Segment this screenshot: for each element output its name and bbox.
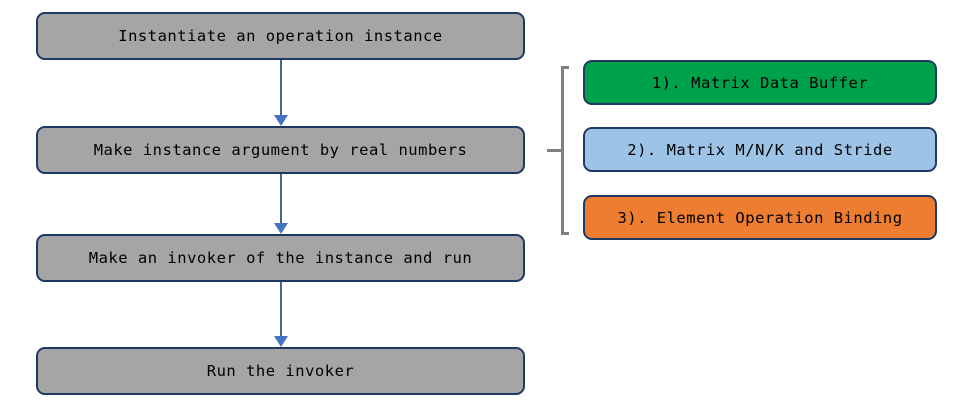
flow-step-3-label: Make an invoker of the instance and run <box>88 249 473 267</box>
arrow-step2-to-step3 <box>274 174 288 234</box>
detail-item-1[interactable]: 1). Matrix Data Buffer <box>583 60 937 105</box>
flow-step-4-label: Run the invoker <box>206 362 355 380</box>
arrow-step1-to-step2 <box>274 60 288 126</box>
arrow-shaft <box>280 174 282 223</box>
flow-step-1[interactable]: Instantiate an operation instance <box>36 12 525 60</box>
arrow-head-icon <box>274 115 288 126</box>
detail-item-2[interactable]: 2). Matrix M/N/K and Stride <box>583 127 937 172</box>
flow-step-4[interactable]: Run the invoker <box>36 347 525 395</box>
flow-step-3[interactable]: Make an invoker of the instance and run <box>36 234 525 282</box>
bracket-stem <box>547 149 562 152</box>
arrow-head-icon <box>274 336 288 347</box>
detail-item-3-label: 3). Element Operation Binding <box>617 208 903 227</box>
detail-item-2-label: 2). Matrix M/N/K and Stride <box>627 140 893 159</box>
arrow-shaft <box>280 60 282 115</box>
detail-item-3[interactable]: 3). Element Operation Binding <box>583 195 937 240</box>
arrow-step3-to-step4 <box>274 282 288 347</box>
flow-step-1-label: Instantiate an operation instance <box>118 27 443 45</box>
flow-step-2[interactable]: Make instance argument by real numbers <box>36 126 525 174</box>
bracket-spine <box>561 66 564 235</box>
flow-step-2-label: Make instance argument by real numbers <box>93 141 468 159</box>
detail-group-bracket <box>547 66 569 235</box>
arrow-head-icon <box>274 223 288 234</box>
bracket-tip-top <box>561 66 569 69</box>
bracket-tip-bottom <box>561 232 569 235</box>
arrow-shaft <box>280 282 282 336</box>
detail-item-1-label: 1). Matrix Data Buffer <box>651 73 869 92</box>
